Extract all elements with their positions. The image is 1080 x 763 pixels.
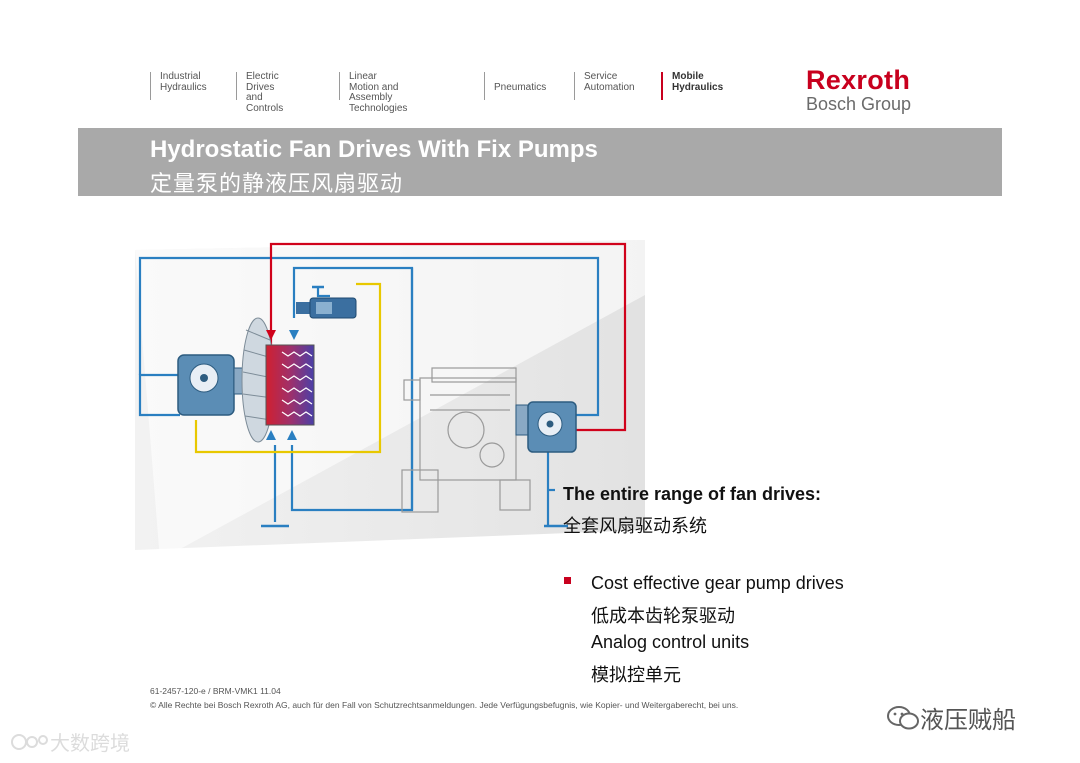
- page-subtitle: 定量泵的静液压风扇驱动: [150, 171, 404, 196]
- watermark-logo-icon: [11, 733, 48, 750]
- nav-item-linear-motion[interactable]: Linear Motion and Assembly Technologies: [339, 71, 407, 113]
- fan-drives-heading-zh: 全套风扇驱动系统: [563, 516, 707, 536]
- footer-doc-id: 61-2457-120-e / BRM-VMK1 11.04: [150, 686, 281, 696]
- nav-item-service-automation[interactable]: Service Automation: [574, 71, 635, 100]
- oil-cooler: [265, 330, 315, 440]
- yellow-pilot-line: [194, 282, 382, 454]
- nav-item-industrial-hydraulics[interactable]: Industrial Hydraulics: [150, 71, 207, 100]
- bullet-line-4: 模拟控单元: [591, 665, 681, 685]
- nav-item-pneumatics[interactable]: Pneumatics: [484, 72, 546, 100]
- nav-item-mobile-hydraulics[interactable]: Mobile Hydraulics: [661, 71, 723, 100]
- rexroth-logo: Rexroth Bosch Group: [806, 66, 911, 114]
- gear-pump: [515, 401, 577, 453]
- watermark-right: 液压贼船: [886, 700, 1016, 735]
- nav-item-electric-drives[interactable]: Electric Drives and Controls: [236, 71, 283, 113]
- logo-brand: Rexroth: [806, 65, 911, 95]
- watermark-left: 大数跨境: [10, 727, 130, 756]
- bullet-line-3: Analog control units: [591, 632, 750, 652]
- control-valve: [296, 297, 357, 319]
- bullet-marker: [564, 577, 571, 584]
- logo-group: Bosch Group: [806, 94, 912, 114]
- bullet-line-1: Cost effective gear pump drives: [591, 573, 844, 593]
- watermark-left-text: 大数跨境: [50, 733, 130, 755]
- tank-symbols: [261, 285, 568, 528]
- engine: [401, 367, 531, 513]
- wechat-icon: [887, 705, 919, 729]
- fan-drives-heading: The entire range of fan drives:: [563, 484, 822, 504]
- bullet-line-2: 低成本齿轮泵驱动: [591, 606, 735, 626]
- red-pressure-line: [269, 242, 627, 432]
- footer-copyright: © Alle Rechte bei Bosch Rexroth AG, auch…: [150, 700, 739, 710]
- page-title: Hydrostatic Fan Drives With Fix Pumps: [150, 136, 598, 163]
- watermark-right-text: 液压贼船: [920, 707, 1016, 734]
- title-band: [78, 128, 1002, 196]
